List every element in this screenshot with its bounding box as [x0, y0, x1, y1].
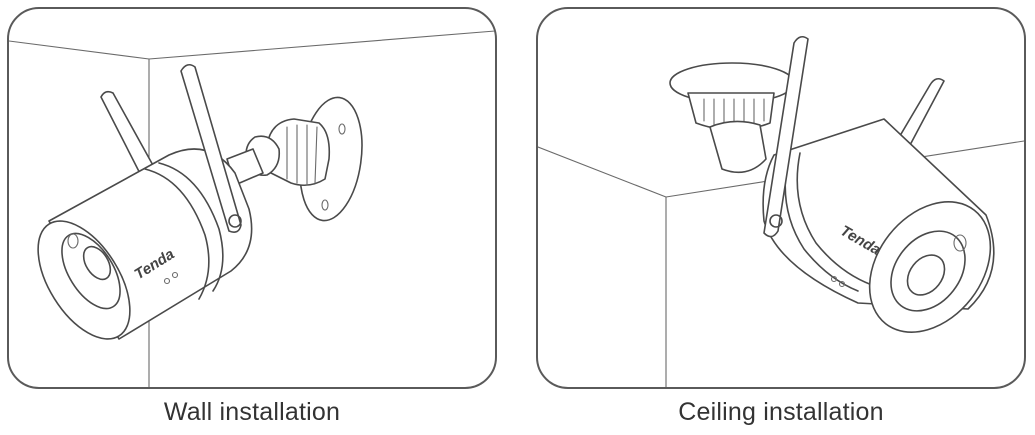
wall-installation-caption: Wall installation — [163, 398, 341, 426]
antenna-right — [180, 63, 242, 233]
wall-installation-illustration: Tenda — [9, 30, 495, 387]
antenna-front — [763, 35, 809, 238]
ceiling-installation-illustration: Tenda — [538, 35, 1024, 387]
mount-bracket — [226, 118, 331, 187]
ceiling-mount-plate — [669, 62, 795, 174]
ceiling-installation-panel: Tenda — [536, 7, 1026, 389]
camera-body: Tenda — [762, 118, 995, 333]
camera-body: Tenda — [37, 148, 253, 340]
wall-installation-panel: Tenda — [7, 7, 497, 389]
ceiling-installation-caption: Ceiling installation — [678, 398, 884, 426]
